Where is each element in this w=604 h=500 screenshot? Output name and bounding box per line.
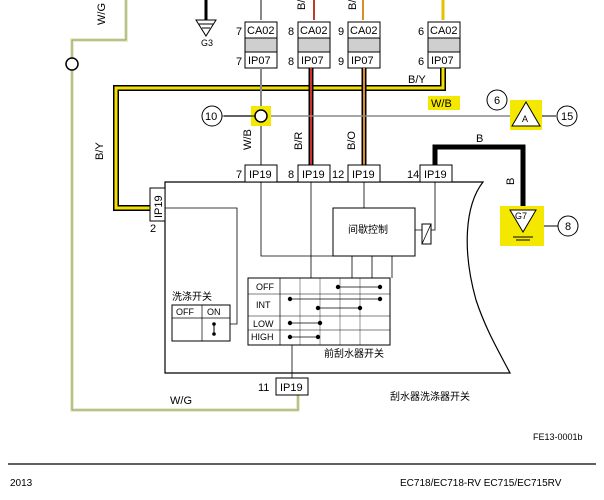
connector-pair-4: 6 CA02 6 IP07	[418, 21, 461, 69]
splice-node	[65, 57, 79, 71]
wire-label-b-o-top: B/O	[347, 0, 359, 10]
pin-number: 2	[150, 223, 156, 235]
ground-g3	[195, 0, 217, 37]
switch-contacts	[287, 284, 383, 340]
pin-number: 9	[338, 26, 344, 38]
wire-label-b-r-top: B/R	[296, 0, 308, 10]
pin-number: 7	[236, 56, 242, 68]
pin-number: 14	[407, 169, 419, 181]
wire-label-b-r: B/R	[293, 132, 305, 150]
washer-switch-table: OFF ON	[171, 304, 231, 342]
connector-label-ip19: IP19	[352, 169, 375, 181]
connector-label-ip07: IP07	[351, 55, 374, 67]
footer-models: EC718/EC718-RV EC715/EC715RV	[400, 478, 562, 489]
pin-number: 6	[418, 26, 424, 38]
callout-10	[201, 105, 223, 127]
connector-pair-3: 9 CA02 9 IP07	[338, 21, 381, 69]
intermittent-control-box	[332, 207, 416, 257]
wiper-pos-off: OFF	[256, 282, 274, 292]
wire-label-b-y-left: B/Y	[94, 142, 106, 160]
connector-label-ip19: IP19	[302, 169, 325, 181]
connector-label-ip07: IP07	[248, 55, 271, 67]
pin-number: 11	[258, 382, 269, 394]
wire-label-w-b: W/B	[431, 98, 452, 110]
pin-number: 7	[236, 169, 242, 181]
connector-label-ca02: CA02	[350, 25, 378, 37]
wire-label-b: B	[476, 133, 483, 145]
connector-label-ca02: CA02	[430, 25, 458, 37]
ground-label-g3: G3	[201, 38, 213, 48]
callout-8	[557, 215, 579, 237]
pin-number: 6	[418, 56, 424, 68]
connector-label-ca02: CA02	[247, 25, 275, 37]
callout-number: 6	[494, 95, 500, 107]
front-wiper-switch-table	[247, 277, 391, 346]
connector-label-ip19: IP19	[153, 195, 165, 218]
wire-label-b-o: B/O	[346, 131, 358, 150]
pin-number: 9	[338, 56, 344, 68]
washer-header-off: OFF	[176, 307, 194, 317]
callout-15	[556, 105, 578, 127]
connector-ip19-left: IP19 2	[149, 187, 166, 235]
ground-g7-symbol	[509, 209, 537, 233]
wire-label-w-b-vert: W/B	[242, 129, 254, 150]
pin-number: 7	[236, 26, 242, 38]
wiper-pos-int: INT	[256, 300, 271, 310]
callout-number: 8	[565, 221, 571, 233]
wire-label-w-g-bottom: W/G	[170, 395, 192, 407]
pin-number: 8	[288, 26, 294, 38]
connector-pair-1: 7 CA02 7 IP07	[236, 21, 278, 69]
footer-year: 2013	[10, 478, 33, 489]
intermittent-control-label: 间歇控制	[348, 223, 388, 236]
connector-ip19-bottom: 11 IP19	[258, 377, 309, 396]
wiper-pos-high: HIGH	[251, 332, 274, 342]
pin-number: 12	[332, 169, 344, 181]
ground-label-a: A	[522, 114, 528, 124]
pin-number: 8	[288, 56, 294, 68]
connector-pair-2: 8 CA02 8 IP07	[288, 21, 331, 69]
connector-ip19-top: 7 IP19 8 IP19 12 IP19 14 IP19	[236, 164, 453, 183]
connector-label-ip07: IP07	[301, 55, 324, 67]
pin-number: 8	[288, 169, 294, 181]
connector-label-ca02: CA02	[300, 25, 328, 37]
ground-a-symbol	[511, 101, 541, 127]
wiper-pos-low: LOW	[253, 319, 274, 329]
washer-switch-label: 洗涤开关	[172, 290, 212, 303]
wire-label-b-vert: B	[505, 178, 517, 185]
connector-label-ip19: IP19	[280, 382, 303, 394]
w-g-wire	[70, 0, 300, 412]
figure-code: FE13-0001b	[533, 432, 583, 442]
connector-label-ip07: IP07	[431, 55, 454, 67]
b-wire	[432, 144, 526, 210]
ground-label-g7: G7	[515, 211, 527, 221]
connector-label-ip19: IP19	[424, 169, 447, 181]
callout-6	[486, 89, 508, 111]
callout-number: 10	[205, 111, 217, 123]
wiper-washer-switch-label: 刮水器洗涤器开关	[390, 390, 470, 403]
washer-header-on: ON	[207, 307, 221, 317]
connector-label-ip19: IP19	[249, 169, 272, 181]
splice-node	[254, 109, 268, 123]
wire-label-w-g-top: W/G	[96, 3, 108, 25]
callout-number: 15	[561, 111, 573, 123]
wire-label-b-y: B/Y	[408, 74, 426, 86]
front-wiper-switch-label: 前刮水器开关	[324, 347, 384, 360]
b-y-wire	[113, 68, 446, 211]
